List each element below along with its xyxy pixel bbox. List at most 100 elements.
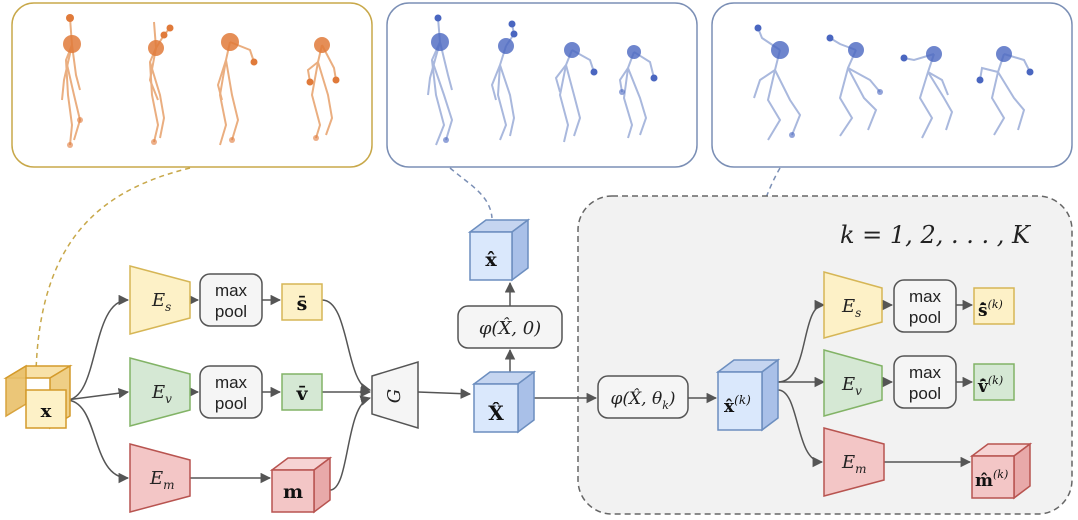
encoder-Es-aug: Es <box>823 271 883 339</box>
head-joint <box>148 40 164 56</box>
blue-skeleton <box>903 53 954 139</box>
svg-text:max: max <box>215 281 248 300</box>
orange-skeleton <box>306 44 337 139</box>
svg-text:max: max <box>909 287 942 306</box>
svg-text:X̂: X̂ <box>488 401 504 425</box>
joint <box>877 89 883 95</box>
s-bar-box: s̄ <box>281 283 323 321</box>
s-hat-k-box: ŝ̄(k) <box>973 287 1015 325</box>
head-joint <box>498 38 514 54</box>
arrow-x-to-Em <box>65 399 130 484</box>
svg-text:v̄: v̄ <box>295 383 308 405</box>
m-cube: m <box>269 456 333 514</box>
svg-text:v̂̄(k): v̂̄(k) <box>977 374 1003 397</box>
joint <box>619 89 625 95</box>
svg-text:m̂(k): m̂(k) <box>975 468 1008 491</box>
svg-text:ŝ̄(k): ŝ̄(k) <box>978 298 1003 321</box>
svg-text:pool: pool <box>215 394 247 413</box>
arrow-xhatk-to-Es2 <box>777 299 826 383</box>
head-joint <box>627 45 641 59</box>
svg-text:s̄: s̄ <box>297 293 308 315</box>
dashed-link-reconstructed <box>449 167 493 219</box>
joint <box>900 54 908 62</box>
X-hat-cube: X̂ <box>471 370 537 434</box>
decoder-G: G <box>371 360 419 430</box>
input-pose-panel <box>11 2 373 168</box>
svg-text:φ(X̂, 0): φ(X̂, 0) <box>479 317 541 339</box>
x-hat-cube: x̂ <box>467 218 531 282</box>
v-bar-box: v̄ <box>281 373 323 411</box>
maxpool-v: max pool <box>199 365 263 419</box>
blue-skeleton <box>753 27 802 141</box>
svg-text:m: m <box>283 481 303 503</box>
arrow-x-to-Es <box>65 294 130 401</box>
encoder-Es: Es <box>129 265 191 335</box>
orange-joints <box>63 14 340 148</box>
joint <box>229 137 235 143</box>
k-range-label: k = 1, 2, . . . , K <box>840 221 1032 249</box>
svg-text:G: G <box>384 389 405 403</box>
x-hat-k-cube: x̂(k) <box>715 358 781 432</box>
arrow-xhatk-to-Em2 <box>777 389 824 468</box>
joint <box>976 76 984 84</box>
blue-skeleton <box>829 37 881 137</box>
arrow-sbar-to-G <box>321 299 372 394</box>
joint <box>590 68 598 76</box>
arrows <box>65 281 974 491</box>
joint <box>151 139 157 145</box>
joint <box>332 76 340 84</box>
joint <box>508 20 516 28</box>
svg-text:max: max <box>215 373 248 392</box>
joint <box>67 142 73 148</box>
joint <box>160 31 168 39</box>
joint <box>434 14 442 22</box>
dashed-link-input <box>35 167 191 373</box>
phi-zero-box: φ(X̂, 0) <box>457 305 563 349</box>
joint <box>789 132 795 138</box>
blue-skeleton-group-2 <box>753 27 1031 141</box>
head-joint <box>564 42 580 58</box>
joint <box>443 137 449 143</box>
head-joint <box>771 41 789 59</box>
svg-text:Ev: Ev <box>841 374 862 398</box>
reconstructed-pose-panel <box>386 2 698 168</box>
svg-text:pool: pool <box>215 302 247 321</box>
encoder-Ev: Ev <box>129 357 191 427</box>
encoder-Em: Em <box>129 443 191 513</box>
joint <box>826 34 834 42</box>
svg-text:max: max <box>909 363 942 382</box>
svg-text:pool: pool <box>909 384 941 403</box>
head-joint <box>63 35 81 53</box>
joint <box>754 24 762 32</box>
blue-skeleton <box>618 51 655 139</box>
blue-joints-2 <box>754 24 1034 138</box>
joint <box>1026 68 1034 76</box>
head-joint <box>431 33 449 51</box>
arrow-G-to-Xhat <box>417 388 472 399</box>
head-joint <box>926 46 942 62</box>
encoder-Em-aug: Em <box>823 427 885 497</box>
head-joint <box>848 42 864 58</box>
joint <box>77 117 83 123</box>
joint <box>66 14 74 22</box>
svg-text:pool: pool <box>909 308 941 327</box>
svg-text:Ev: Ev <box>151 382 172 406</box>
m-hat-k-cube: m̂(k) <box>969 442 1033 500</box>
head-joint <box>314 37 330 53</box>
head-joint <box>996 46 1012 62</box>
maxpool-v-aug: max pool <box>893 355 957 409</box>
arrow-x-to-Ev <box>65 388 130 401</box>
joint <box>166 24 174 32</box>
maxpool-s: max pool <box>199 273 263 327</box>
augmented-pose-panel <box>711 2 1073 168</box>
svg-text:φ(X̂, θk): φ(X̂, θk) <box>611 389 676 412</box>
joint <box>650 74 658 82</box>
arrow-m-to-G <box>329 395 372 491</box>
blue-skeleton <box>979 53 1031 136</box>
x-label: x <box>41 401 52 422</box>
joint <box>510 30 518 38</box>
blue-joints-1 <box>431 14 658 143</box>
svg-text:Es: Es <box>841 296 861 320</box>
svg-text:x̂(k): x̂(k) <box>724 393 751 417</box>
phi-theta-box: φ(X̂, θk) <box>597 375 689 419</box>
